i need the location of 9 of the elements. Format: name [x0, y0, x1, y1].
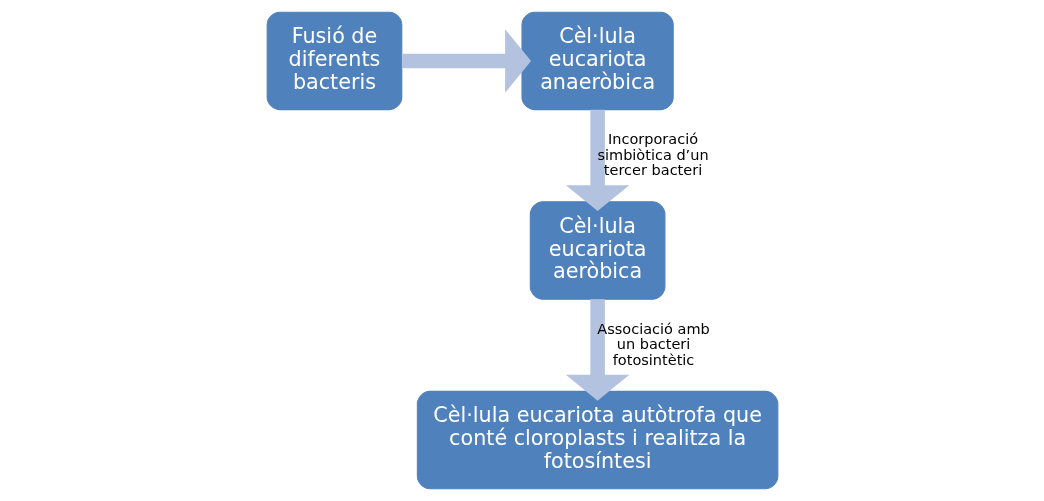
edge-label: Associació amb un bacteri fotosintètic — [596, 320, 710, 368]
node-box: Cèl·lula eucariota autòtrofa que conté cloroplasts i realitza la fotosíntesi — [416, 390, 778, 490]
arrow — [565, 299, 629, 401]
edge-label: Incorporació simbiòtica d’un tercer bacteri — [596, 131, 709, 179]
node-box: Cèl·lula eucariota aeròbica — [529, 201, 665, 300]
node-box: Cèl·lula eucariota anaeròbica — [520, 11, 674, 111]
arrow — [565, 109, 629, 212]
arrow — [401, 29, 531, 93]
node-box: Fusió de diferents bacteris — [266, 11, 402, 111]
